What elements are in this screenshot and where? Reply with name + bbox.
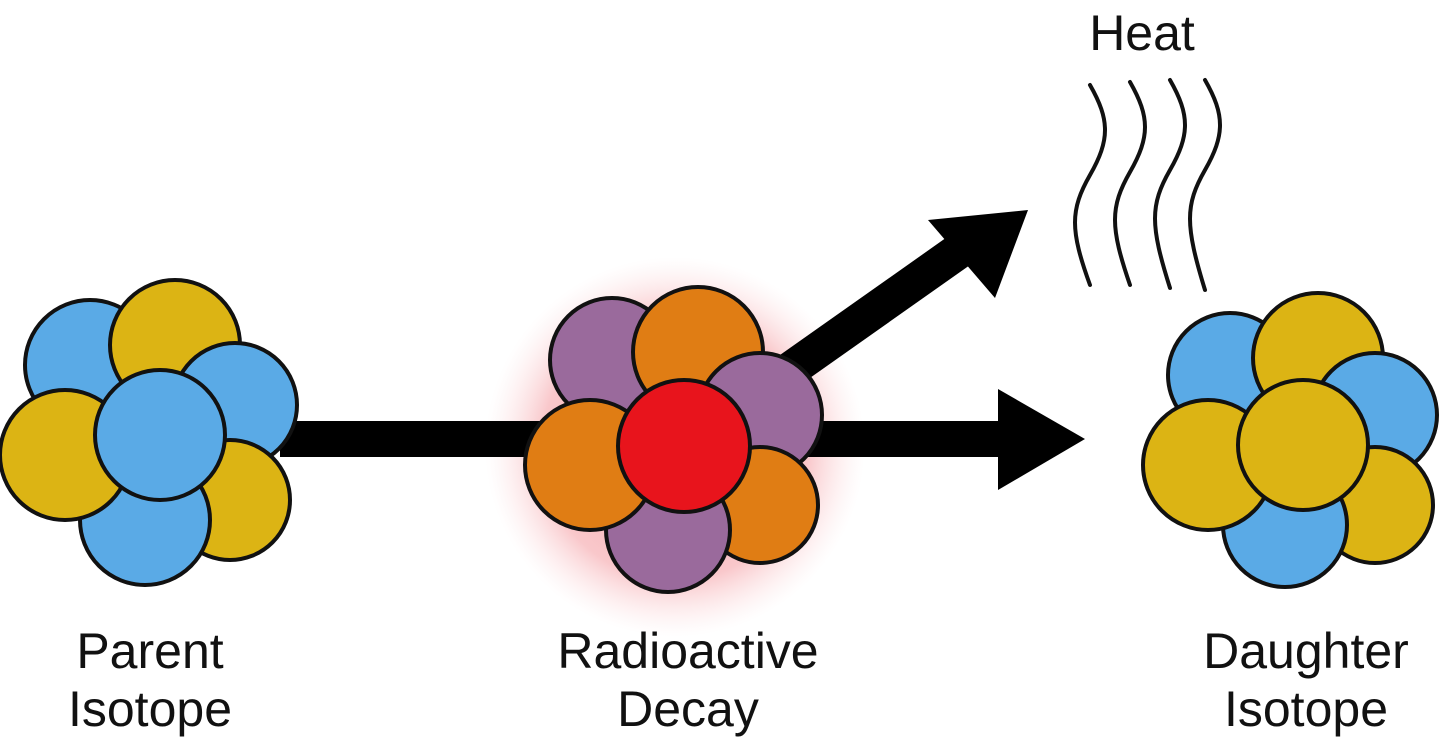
decay-label-line2: Decay bbox=[617, 681, 759, 737]
parent-label-line1: Parent bbox=[76, 623, 223, 679]
decay-nucleon-excited bbox=[616, 378, 752, 514]
decaying-nucleus-icon bbox=[523, 285, 824, 594]
daughter-label-line2: Isotope bbox=[1224, 681, 1388, 737]
daughter-nucleon bbox=[1236, 378, 1370, 512]
heat-waves-icon bbox=[1073, 78, 1222, 292]
heat-label: Heat bbox=[1089, 5, 1195, 61]
daughter-label-line1: Daughter bbox=[1203, 623, 1409, 679]
parent-label-line2: Isotope bbox=[68, 681, 232, 737]
heat-arrow bbox=[779, 210, 1028, 385]
decay-label-line1: Radioactive bbox=[557, 623, 818, 679]
heat-arrow-shaft bbox=[779, 235, 971, 385]
parent-nucleon bbox=[93, 368, 227, 502]
daughter-nucleus-icon bbox=[1141, 291, 1439, 589]
heat-arrow-head bbox=[928, 210, 1028, 298]
main-arrow-head bbox=[998, 389, 1085, 490]
parent-nucleus-icon bbox=[0, 278, 299, 587]
